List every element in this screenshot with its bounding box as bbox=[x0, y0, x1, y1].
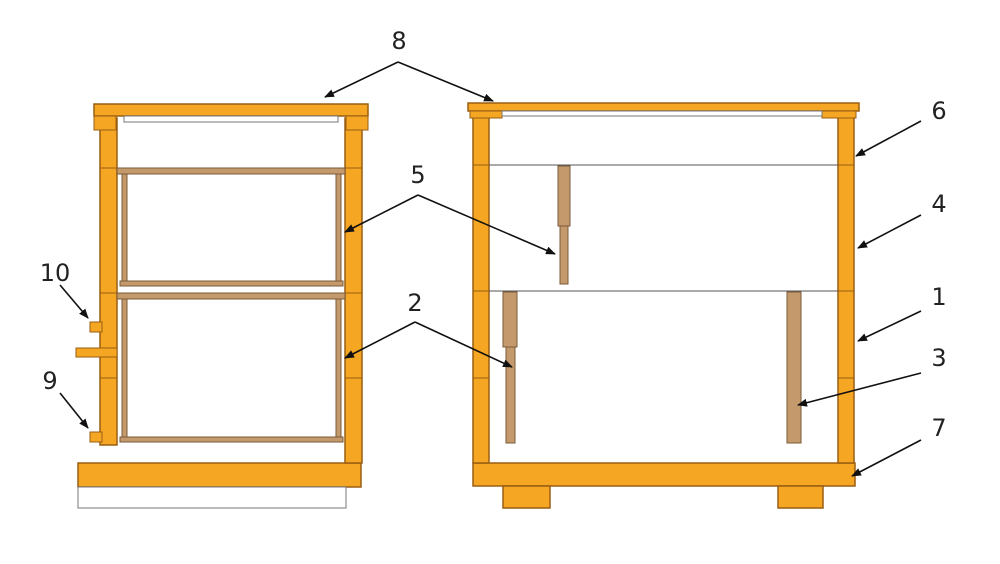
right-wall-right bbox=[837, 115, 855, 464]
label-3: 3 bbox=[931, 344, 946, 372]
left-wall-right bbox=[344, 117, 363, 464]
right-roof bbox=[467, 102, 860, 112]
landing-board bbox=[75, 347, 118, 358]
right-foot-right bbox=[777, 485, 824, 509]
label-7: 7 bbox=[931, 414, 946, 442]
label-2: 2 bbox=[407, 289, 422, 317]
upper-frame-end-top bbox=[557, 165, 571, 227]
label-8: 8 bbox=[391, 27, 406, 55]
callout-arrows bbox=[59, 61, 922, 477]
left-roof bbox=[93, 103, 369, 117]
left-base-underside bbox=[77, 486, 347, 509]
left-wall-left bbox=[99, 117, 118, 446]
label-4: 4 bbox=[931, 190, 946, 218]
left-lower-frame bbox=[116, 292, 346, 443]
lower-frame-end-bar bbox=[505, 346, 516, 444]
label-10: 10 bbox=[40, 259, 71, 287]
label-5: 5 bbox=[410, 161, 425, 189]
upper-entrance-notch bbox=[89, 321, 103, 333]
right-wall-left bbox=[472, 115, 490, 464]
lower-frame-side bbox=[786, 291, 802, 444]
left-hive-view bbox=[75, 103, 369, 509]
upper-frame-end-bar bbox=[559, 225, 569, 285]
lower-frame-end-top bbox=[502, 291, 518, 348]
left-base-board bbox=[77, 462, 362, 488]
right-foot-left bbox=[502, 485, 551, 509]
right-hive-view bbox=[467, 102, 860, 509]
label-1: 1 bbox=[931, 283, 946, 311]
right-bottom-board bbox=[472, 462, 856, 487]
lower-entrance-notch bbox=[89, 431, 103, 443]
left-upper-frame bbox=[116, 167, 346, 287]
label-6: 6 bbox=[931, 97, 946, 125]
label-9: 9 bbox=[42, 367, 57, 395]
left-inner-cover bbox=[123, 115, 339, 123]
